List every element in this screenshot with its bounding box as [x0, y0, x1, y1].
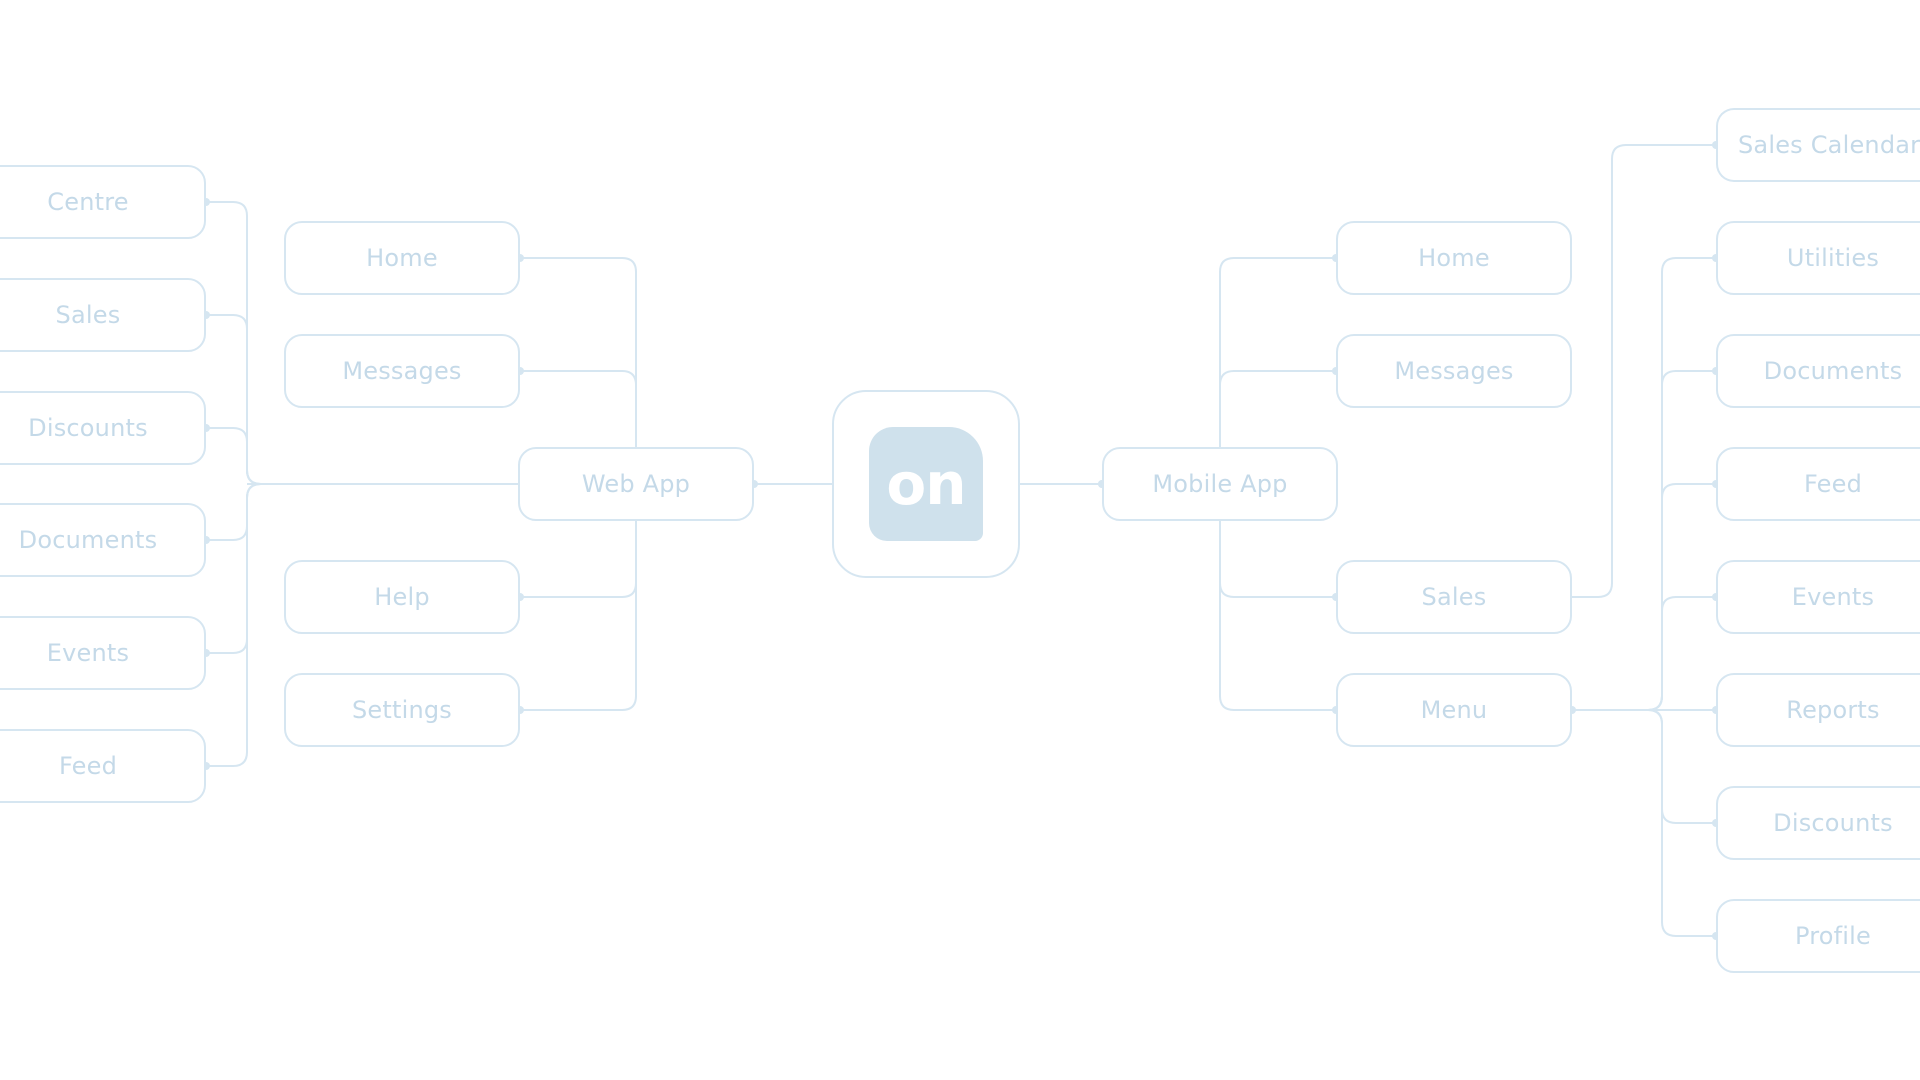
connector-web-item: [520, 370, 637, 447]
web-messages-node[interactable]: Messages: [284, 334, 520, 408]
mobile-reports-node[interactable]: Reports: [1716, 673, 1920, 747]
logo-text: on: [886, 450, 966, 518]
mobile-events-node[interactable]: Events: [1716, 560, 1920, 634]
logo-box[interactable]: on: [832, 390, 1020, 578]
mobile-home-node[interactable]: Home: [1336, 221, 1572, 295]
connector-web-item: [520, 521, 637, 711]
logo-mark: on: [869, 427, 983, 541]
mobile-utilities-node[interactable]: Utilities: [1716, 221, 1920, 295]
connector-menu-sub: [1572, 370, 1716, 711]
web-settings-node[interactable]: Settings: [284, 673, 520, 747]
connector-web-sub: [206, 201, 262, 485]
connector-mobile-item: [1219, 257, 1336, 447]
connector-mobile-item: [1219, 370, 1336, 447]
mobile-profile-node[interactable]: Profile: [1716, 899, 1920, 973]
mobile-messages-node[interactable]: Messages: [1336, 334, 1572, 408]
connector-web-item: [520, 257, 637, 447]
mobile-menu-node[interactable]: Menu: [1336, 673, 1572, 747]
connector-sales-calendar: [1572, 144, 1716, 598]
connector-web-sub: [206, 483, 262, 767]
web-centre-node[interactable]: Centre: [0, 165, 206, 239]
mobile-sales-node[interactable]: Sales: [1336, 560, 1572, 634]
web-events-node[interactable]: Events: [0, 616, 206, 690]
web-help-node[interactable]: Help: [284, 560, 520, 634]
web-discounts-node[interactable]: Discounts: [0, 391, 206, 465]
connector-menu-sub: [1572, 709, 1716, 824]
mobile-discounts-node[interactable]: Discounts: [1716, 786, 1920, 860]
connector-web-sub: [206, 483, 262, 654]
connector-mobile-item: [1219, 521, 1336, 598]
mobile-sales-calendar-node[interactable]: Sales Calendar: [1716, 108, 1920, 182]
mobile-documents-node[interactable]: Documents: [1716, 334, 1920, 408]
connector-menu-sub: [1572, 596, 1716, 711]
web-sales-node[interactable]: Sales: [0, 278, 206, 352]
connector-web-item: [520, 521, 637, 598]
connector-menu-sub: [1572, 709, 1716, 937]
mobile-feed-node[interactable]: Feed: [1716, 447, 1920, 521]
connector-web-sub: [206, 483, 262, 541]
web-documents-node[interactable]: Documents: [0, 503, 206, 577]
connector-mobile-item: [1219, 521, 1336, 711]
web-home-node[interactable]: Home: [284, 221, 520, 295]
connector-web-sub: [206, 314, 262, 485]
connector-web-sub: [206, 427, 262, 485]
web-app-node[interactable]: Web App: [518, 447, 754, 521]
web-feed-node[interactable]: Feed: [0, 729, 206, 803]
mobile-app-node[interactable]: Mobile App: [1102, 447, 1338, 521]
